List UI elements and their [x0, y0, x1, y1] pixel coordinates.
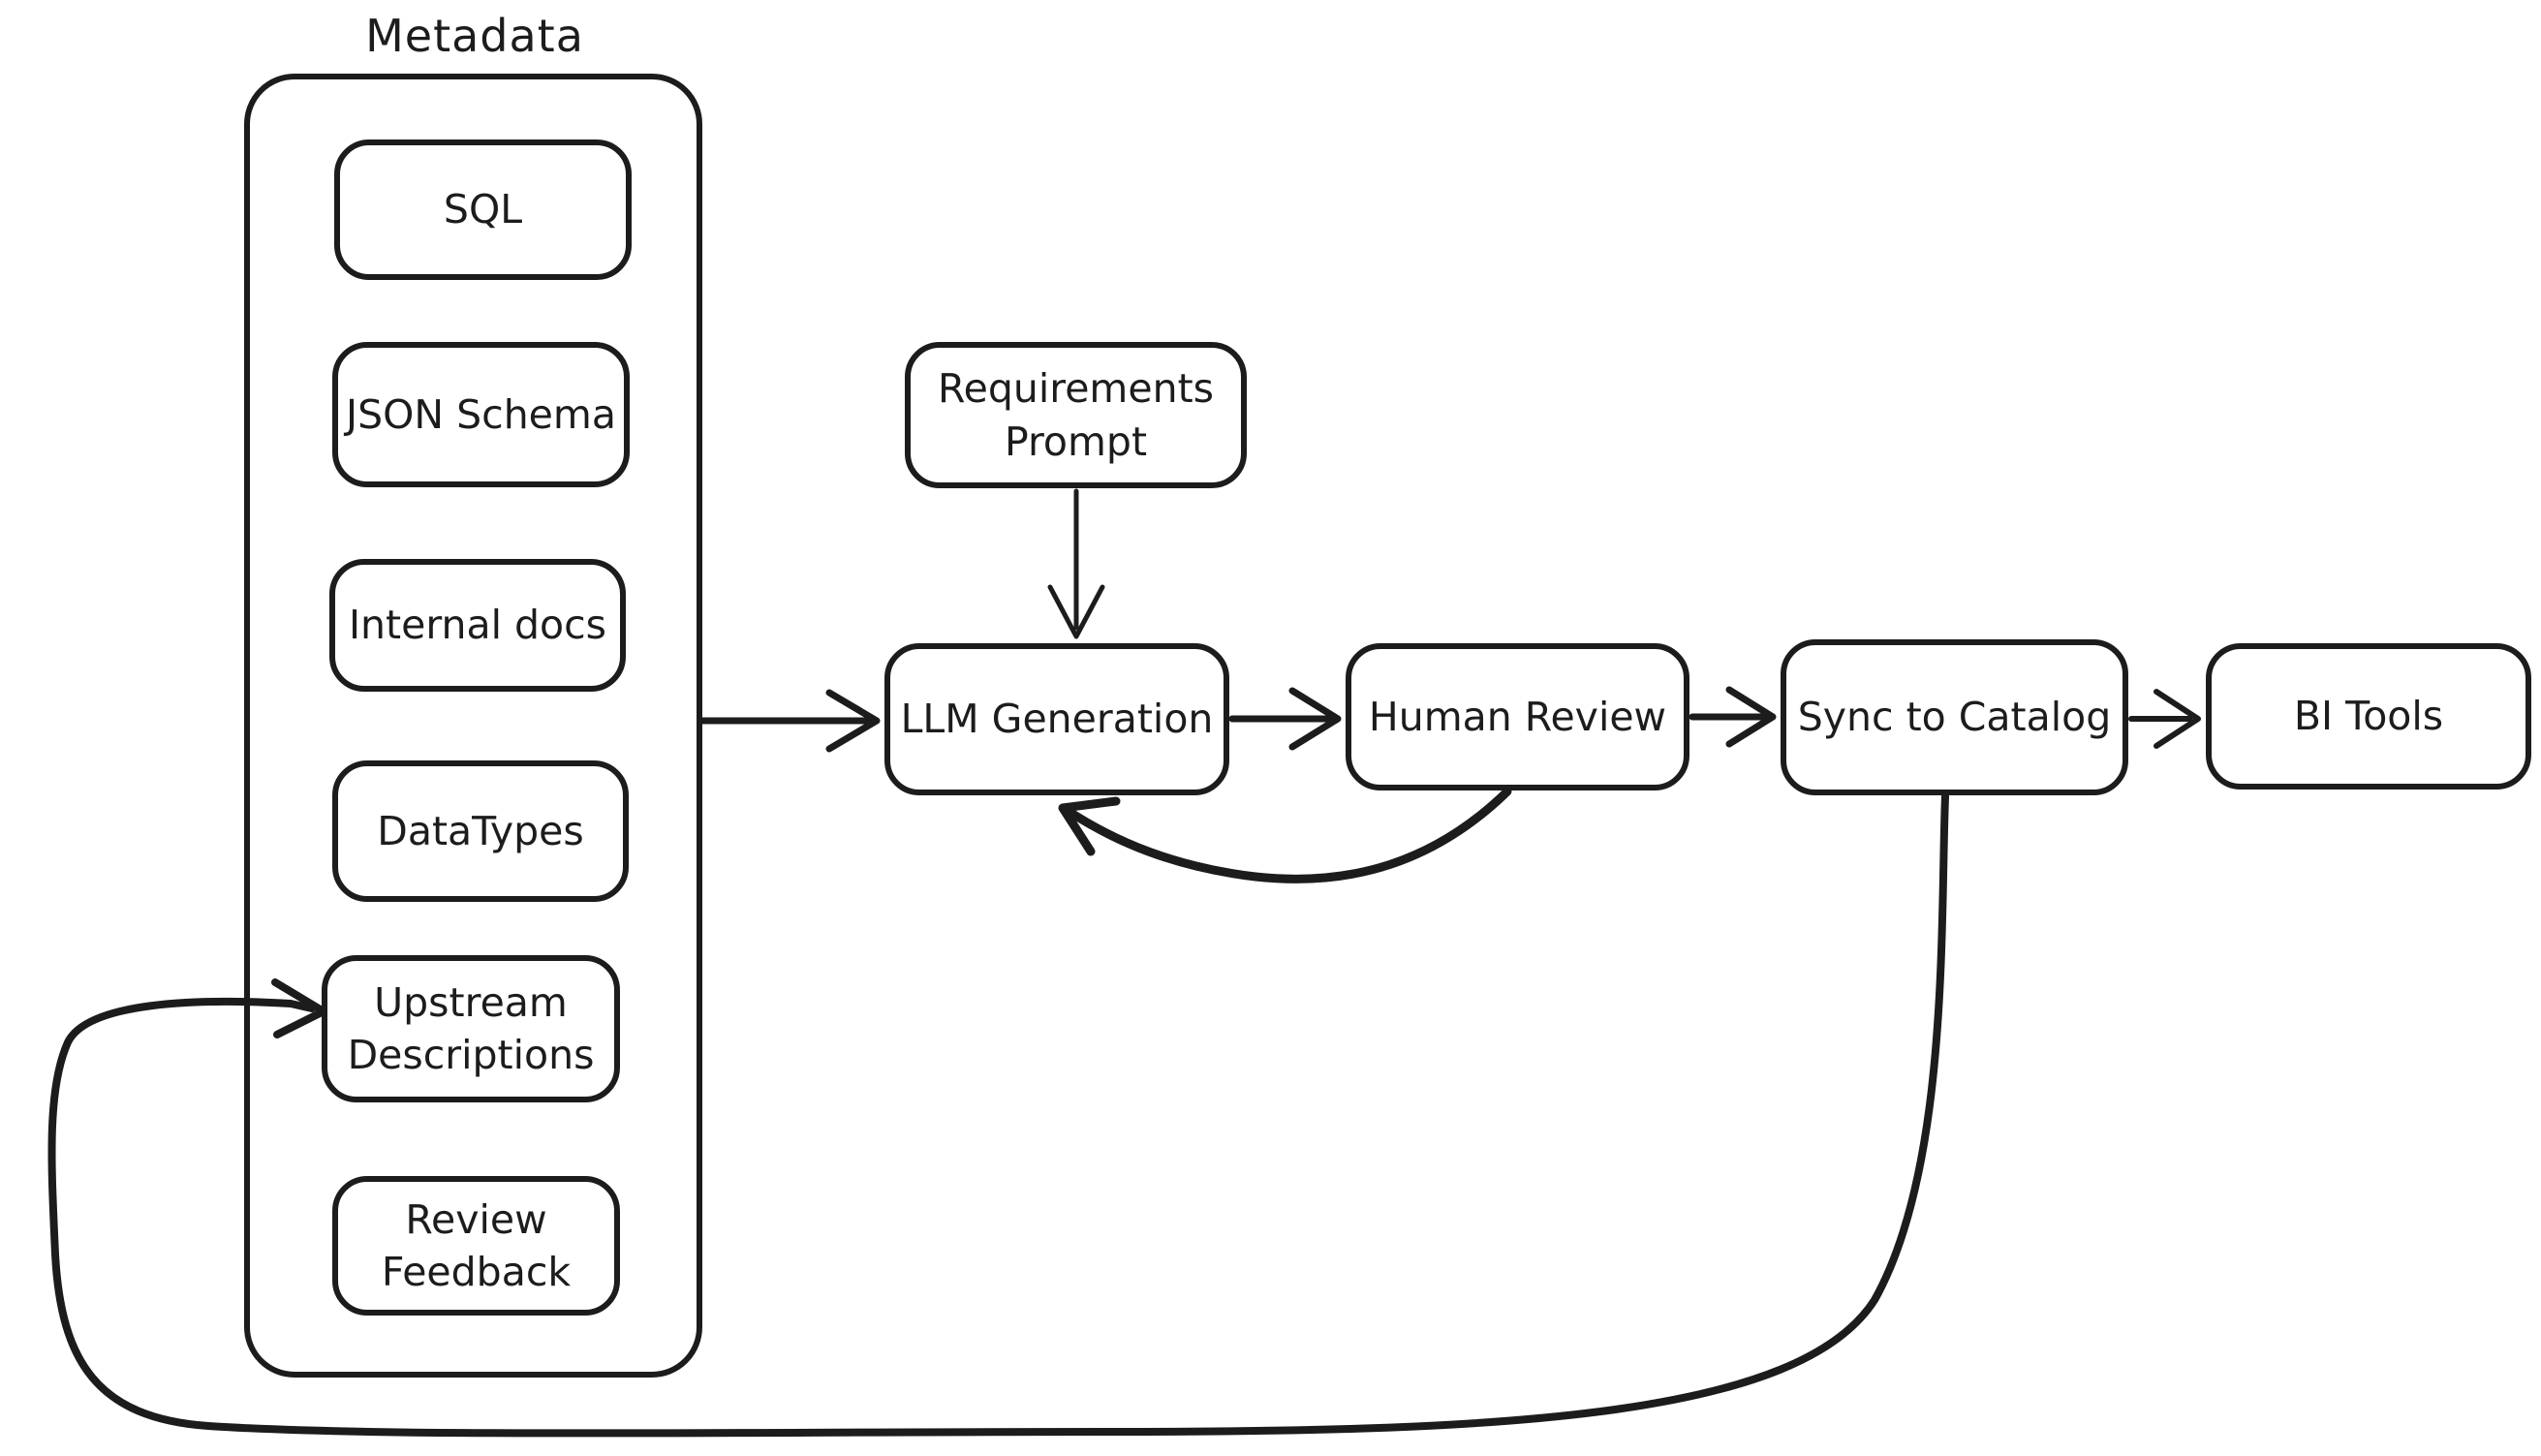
node-llm-generation-label: LLM Generation	[900, 696, 1214, 743]
node-llm-generation: LLM Generation	[884, 643, 1229, 795]
node-internal-docs: Internal docs	[329, 559, 626, 692]
node-upstream-descriptions: Upstream Descriptions	[322, 955, 620, 1102]
node-datatypes-label: DataTypes	[377, 807, 584, 854]
node-bi-tools-label: BI Tools	[2293, 693, 2444, 740]
arrow-metadata-to-llm	[697, 689, 881, 753]
node-review-feedback-label: Review Feedback	[381, 1195, 572, 1295]
node-sql: SQL	[334, 139, 632, 280]
node-requirements-prompt: Requirements Prompt	[905, 342, 1247, 488]
metadata-group-title: Metadata	[365, 10, 584, 62]
node-sql-label: SQL	[443, 186, 523, 233]
node-bi-tools: BI Tools	[2206, 643, 2531, 790]
node-review-feedback: Review Feedback	[332, 1176, 620, 1316]
node-upstream-descriptions-label: Upstream Descriptions	[347, 978, 595, 1078]
node-sync-to-catalog-label: Sync to Catalog	[1797, 694, 2112, 741]
node-human-review: Human Review	[1346, 643, 1689, 790]
node-json-schema-label: JSON Schema	[346, 390, 616, 438]
arrow-human-to-llm-feedback	[1058, 787, 1512, 883]
node-sync-to-catalog: Sync to Catalog	[1781, 639, 2128, 795]
node-datatypes: DataTypes	[332, 760, 629, 902]
arrow-llm-to-human	[1228, 687, 1342, 751]
node-json-schema: JSON Schema	[332, 342, 630, 487]
node-requirements-prompt-label: Requirements Prompt	[937, 365, 1215, 465]
node-internal-docs-label: Internal docs	[348, 602, 607, 649]
arrow-requirements-to-llm	[1047, 488, 1105, 639]
arrow-human-to-sync	[1689, 686, 1777, 748]
arrow-sync-to-bi	[2128, 689, 2201, 749]
node-human-review-label: Human Review	[1368, 693, 1667, 740]
